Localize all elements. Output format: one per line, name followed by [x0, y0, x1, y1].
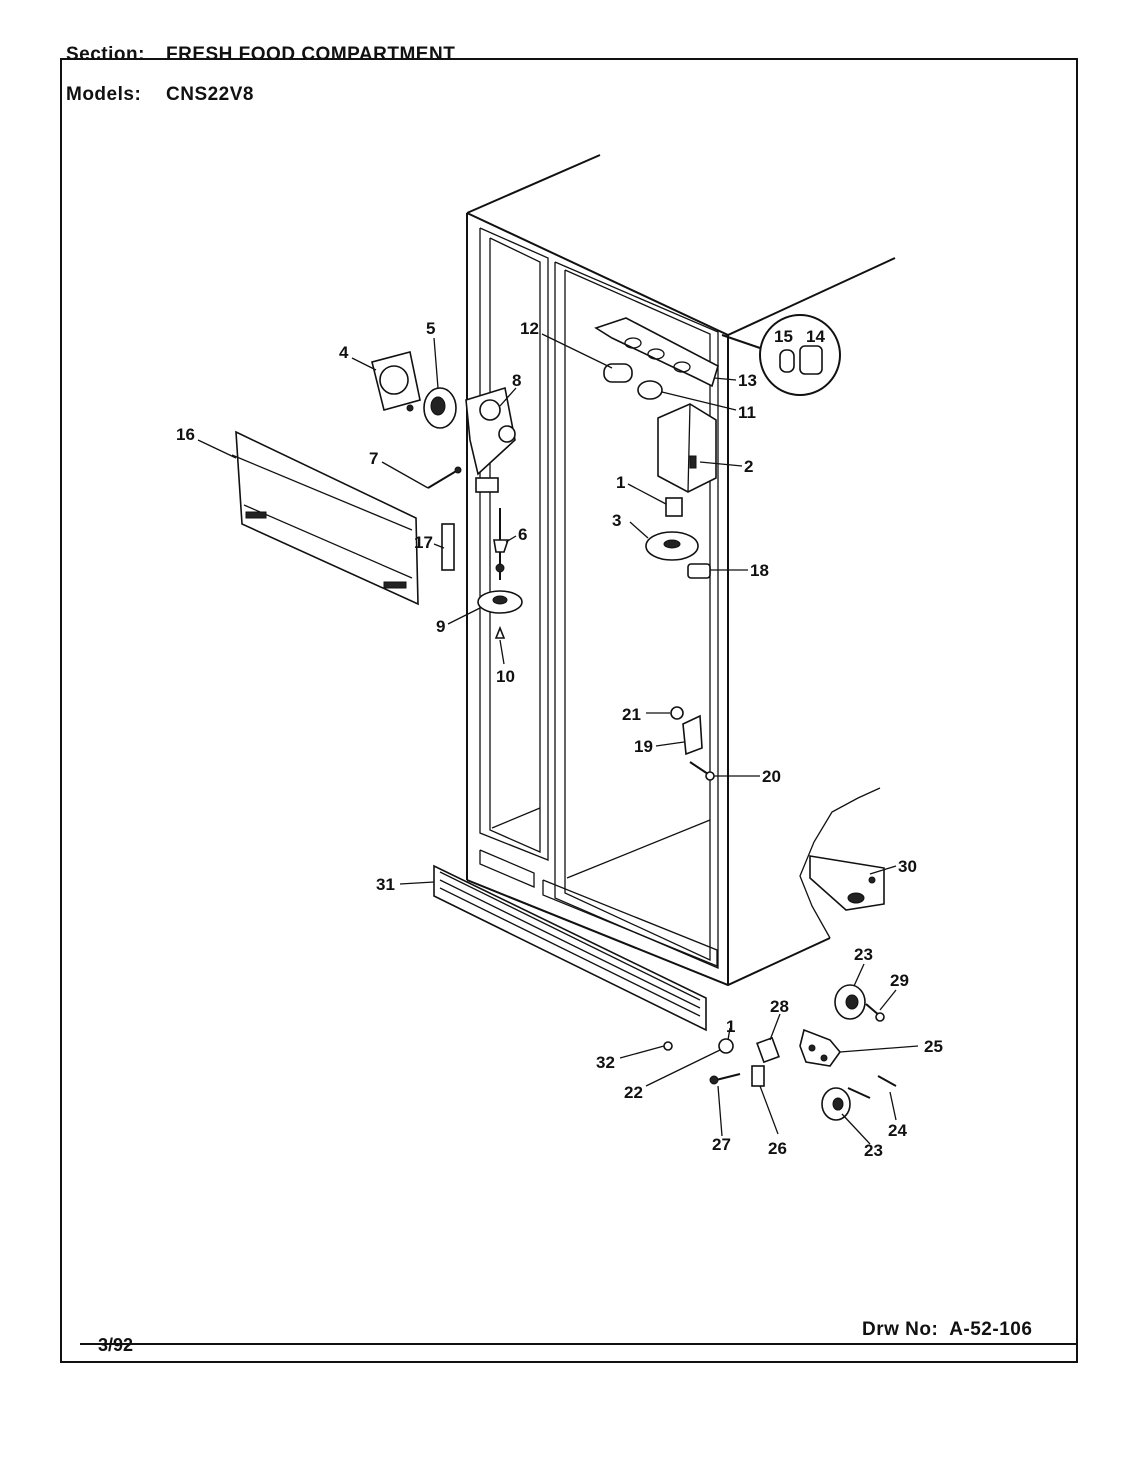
callout-5: 5	[426, 319, 435, 338]
part-2-light-shield	[657, 403, 717, 493]
callout-24: 24	[888, 1121, 907, 1140]
part-5-fan-motor	[423, 387, 457, 429]
callout-20: 20	[762, 767, 781, 786]
part-16-cover-panel	[231, 430, 419, 606]
callout-1: 1	[616, 473, 625, 492]
footer-date: 3/92	[98, 1335, 134, 1355]
part-25-roller-bracket	[799, 1028, 842, 1067]
callout-7: 7	[369, 449, 378, 468]
callout-18: 18	[750, 561, 769, 580]
callout-11: 11	[738, 403, 756, 422]
diagram-frame	[60, 58, 1078, 1363]
callout-4: 4	[339, 343, 349, 362]
part-21-screw	[670, 706, 684, 720]
part-9-knob	[477, 590, 523, 614]
callout-6: 6	[518, 525, 527, 544]
part-23-roller-lower	[821, 1087, 851, 1121]
drawing-label: Drw No:	[862, 1319, 939, 1340]
models-label: Models:	[66, 84, 142, 105]
callout-3: 3	[612, 511, 621, 530]
models-row: Models: CNS22V8	[66, 84, 254, 106]
part-19-bracket	[682, 714, 703, 756]
callout-23-lower: 23	[864, 1141, 883, 1160]
drawing-number-row: Drw No: A-52-106	[862, 1319, 1032, 1341]
part-1-switch	[665, 497, 683, 517]
callout-26: 26	[768, 1139, 787, 1158]
callout-2: 2	[744, 457, 753, 476]
part-27-screw	[709, 1073, 741, 1085]
callout-28: 28	[770, 997, 789, 1016]
callout-labels: 4 5 8 7 16 17 6 9 10 12 13 11 2 1 3 18 2…	[176, 319, 943, 1160]
callout-32: 32	[596, 1053, 615, 1072]
callout-19: 19	[634, 737, 653, 756]
part-31-grille	[433, 864, 707, 1032]
part-29-axle	[865, 1003, 885, 1022]
part-18-connector	[687, 563, 711, 579]
callout-22: 22	[624, 1083, 643, 1102]
part-14-15-detail	[721, 314, 841, 396]
callout-25: 25	[924, 1037, 943, 1056]
part-17-clip	[441, 523, 455, 571]
callout-27: 27	[712, 1135, 731, 1154]
callout-15: 15	[774, 327, 793, 346]
part-30-hinge	[809, 855, 885, 911]
part-23-roller-upper	[834, 984, 866, 1020]
callout-29: 29	[890, 971, 909, 990]
part-26-clip	[751, 1065, 765, 1087]
drawing-number: A-52-106	[949, 1319, 1033, 1340]
callout-8: 8	[512, 371, 521, 390]
part-10-screw	[494, 625, 506, 639]
callout-30: 30	[898, 857, 917, 876]
section-row: Section: FRESH FOOD COMPARTMENT	[66, 44, 455, 66]
part-12-socket	[603, 363, 633, 383]
callout-17: 17	[414, 533, 433, 552]
part-13-bracket	[594, 317, 719, 388]
leader-lines	[197, 333, 919, 1145]
callout-10: 10	[496, 667, 515, 686]
part-28-shim	[756, 1036, 780, 1064]
callout-16: 16	[176, 425, 195, 444]
callout-31: 31	[376, 875, 395, 894]
section-value: FRESH FOOD COMPARTMENT	[166, 44, 456, 65]
part-4-housing	[371, 351, 421, 412]
part-6-shaft	[493, 508, 510, 580]
callout-12: 12	[520, 319, 539, 338]
part-3-dial	[645, 531, 699, 561]
callout-13: 13	[738, 371, 757, 390]
section-label: Section:	[66, 44, 145, 65]
part-7-wire	[427, 466, 462, 489]
models-value: CNS22V8	[166, 84, 254, 105]
footer-divider	[80, 1343, 1078, 1345]
callout-9: 9	[436, 617, 445, 636]
part-22-washer	[718, 1038, 734, 1054]
part-32-screw	[663, 1041, 673, 1051]
part-11-bulb	[637, 380, 663, 400]
callout-23-upper: 23	[854, 945, 873, 964]
callout-14: 14	[806, 327, 825, 346]
callout-21: 21	[622, 705, 641, 724]
part-24-pins	[847, 1075, 897, 1099]
cabinet-outline	[466, 154, 896, 987]
part-8-control-housing	[465, 386, 516, 493]
callout-1-lower: 1	[726, 1017, 735, 1036]
